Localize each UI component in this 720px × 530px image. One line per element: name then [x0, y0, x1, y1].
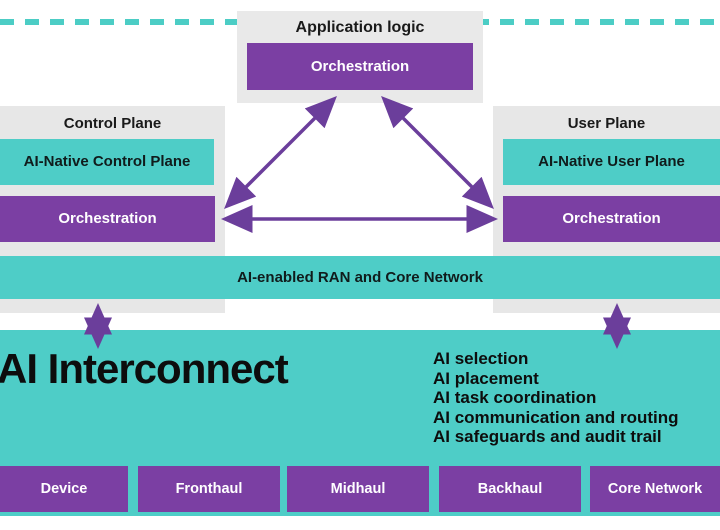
arrow-app-to-user-orchestration — [381, 96, 494, 209]
segment-device-label: Device — [40, 481, 88, 497]
ai-native-control-plane-label: AI-Native Control Plane — [23, 153, 191, 170]
user-orchestration-box: Orchestration — [503, 196, 720, 242]
segment-midhaul-label: Midhaul — [330, 481, 386, 497]
ai-capability-list: AI selection AI placement AI task coordi… — [433, 349, 679, 447]
segment-backhaul-label: Backhaul — [477, 481, 543, 497]
segment-backhaul: Backhaul — [439, 466, 581, 512]
control-plane-title: Control Plane — [63, 115, 162, 132]
user-orchestration-label: Orchestration — [562, 210, 661, 227]
ai-interconnect-title: AI Interconnect — [0, 345, 289, 392]
segment-fronthaul: Fronthaul — [138, 466, 280, 512]
control-orchestration-box: Orchestration — [0, 196, 215, 242]
application-orchestration-box: Orchestration — [247, 43, 473, 90]
ai-native-user-plane-box: AI-Native User Plane — [503, 139, 720, 185]
arrow-app-to-control-orchestration — [224, 96, 337, 209]
ran-core-network-label: AI-enabled RAN and Core Network — [237, 269, 483, 286]
application-logic-title: Application logic — [295, 19, 425, 36]
application-logic-box: Application logic Orchestration — [237, 11, 483, 103]
list-item: AI communication and routing — [433, 407, 679, 427]
ran-core-network-bar: AI-enabled RAN and Core Network — [0, 256, 720, 299]
segment-device: Device — [0, 466, 128, 512]
control-orchestration-label: Orchestration — [58, 210, 157, 227]
segment-core-network-label: Core Network — [607, 481, 703, 497]
user-plane-title: User Plane — [567, 115, 646, 132]
list-item: AI selection — [433, 349, 529, 368]
segment-fronthaul-label: Fronthaul — [175, 481, 243, 497]
ai-native-control-plane-box: AI-Native Control Plane — [0, 139, 214, 185]
list-item: AI task coordination — [433, 388, 597, 408]
application-orchestration-label: Orchestration — [310, 58, 410, 75]
ai-native-user-plane-label: AI-Native User Plane — [538, 153, 685, 170]
segment-core-network: Core Network — [590, 466, 720, 512]
segment-midhaul: Midhaul — [287, 466, 429, 512]
list-item: AI safeguards and audit trail — [433, 427, 662, 447]
list-item: AI placement — [433, 368, 539, 388]
